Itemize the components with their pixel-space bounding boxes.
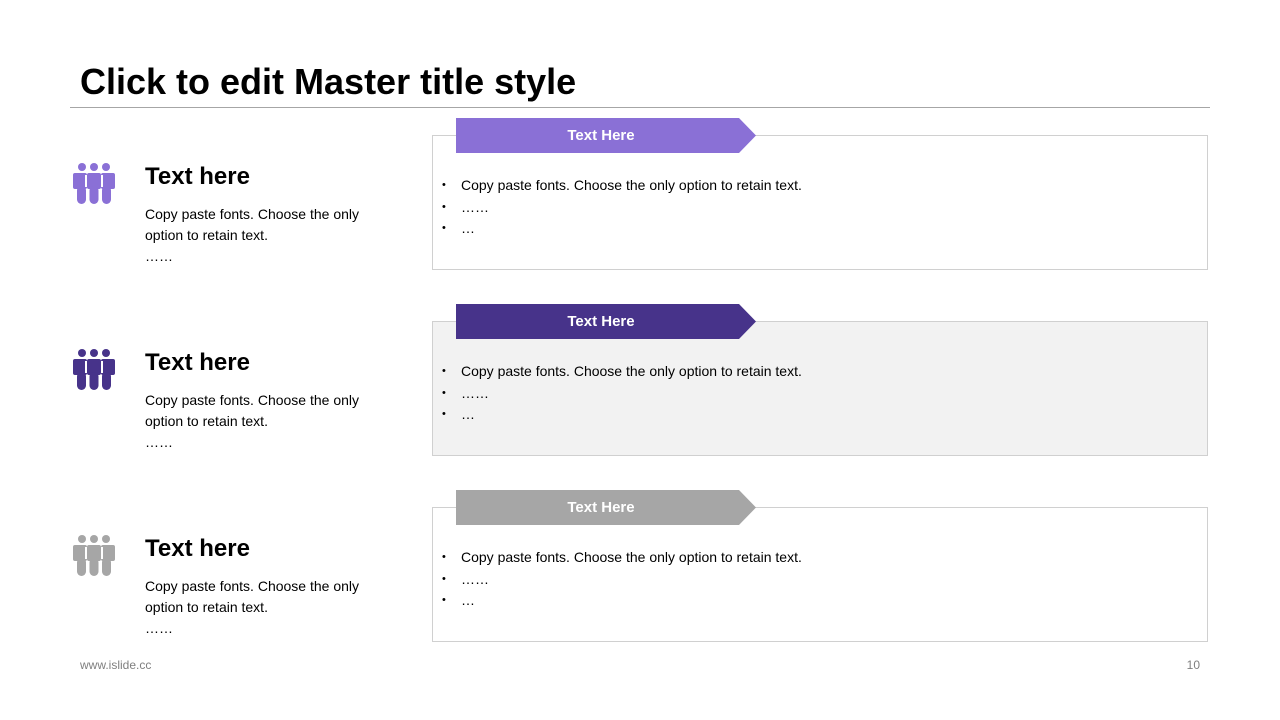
slide-title[interactable]: Click to edit Master title style: [80, 61, 577, 102]
description-line: option to retain text.: [145, 413, 268, 429]
description-line: Copy paste fonts. Choose the only: [145, 578, 360, 594]
content-row-2: Text here Copy paste fonts. Choose the o…: [0, 304, 1280, 464]
bullet-list: Copy paste fonts. Choose the only option…: [442, 361, 802, 426]
row-description: Copy paste fonts. Choose the only option…: [145, 390, 395, 453]
row-heading: Text here: [145, 349, 250, 376]
row-heading: Text here: [145, 535, 250, 562]
page-number: 10: [1186, 658, 1200, 672]
description-line: Copy paste fonts. Choose the only: [145, 206, 360, 222]
description-line: option to retain text.: [145, 599, 268, 615]
row-heading: Text here: [145, 163, 250, 190]
bullet-item: ……: [442, 383, 802, 405]
description-line: Copy paste fonts. Choose the only: [145, 392, 360, 408]
content-row-3: Text here Copy paste fonts. Choose the o…: [0, 490, 1280, 650]
people-group-icon: [73, 349, 115, 390]
description-line: ……: [145, 620, 173, 636]
row-description: Copy paste fonts. Choose the only option…: [145, 204, 395, 267]
bullet-item: Copy paste fonts. Choose the only option…: [442, 547, 802, 569]
arrow-banner: Text Here: [456, 490, 756, 525]
people-group-icon: [73, 535, 115, 576]
bullet-list: Copy paste fonts. Choose the only option…: [442, 547, 802, 612]
bullet-list: Copy paste fonts. Choose the only option…: [442, 175, 802, 240]
title-divider: [70, 107, 1210, 108]
people-group-icon: [73, 163, 115, 204]
arrow-banner: Text Here: [456, 118, 756, 153]
bullet-item: ……: [442, 197, 802, 219]
bullet-item: ……: [442, 569, 802, 591]
bullet-item: …: [442, 218, 802, 240]
arrow-banner: Text Here: [456, 304, 756, 339]
banner-label: Text Here: [567, 127, 635, 144]
banner-label: Text Here: [567, 499, 635, 516]
bullet-item: …: [442, 590, 802, 612]
description-line: option to retain text.: [145, 227, 268, 243]
banner-label: Text Here: [567, 313, 635, 330]
bullet-item: Copy paste fonts. Choose the only option…: [442, 361, 802, 383]
description-line: ……: [145, 434, 173, 450]
footer-website: www.islide.cc: [80, 658, 152, 672]
content-row-1: Text here Copy paste fonts. Choose the o…: [0, 118, 1280, 278]
bullet-item: …: [442, 404, 802, 426]
bullet-item: Copy paste fonts. Choose the only option…: [442, 175, 802, 197]
row-description: Copy paste fonts. Choose the only option…: [145, 576, 395, 639]
description-line: ……: [145, 248, 173, 264]
